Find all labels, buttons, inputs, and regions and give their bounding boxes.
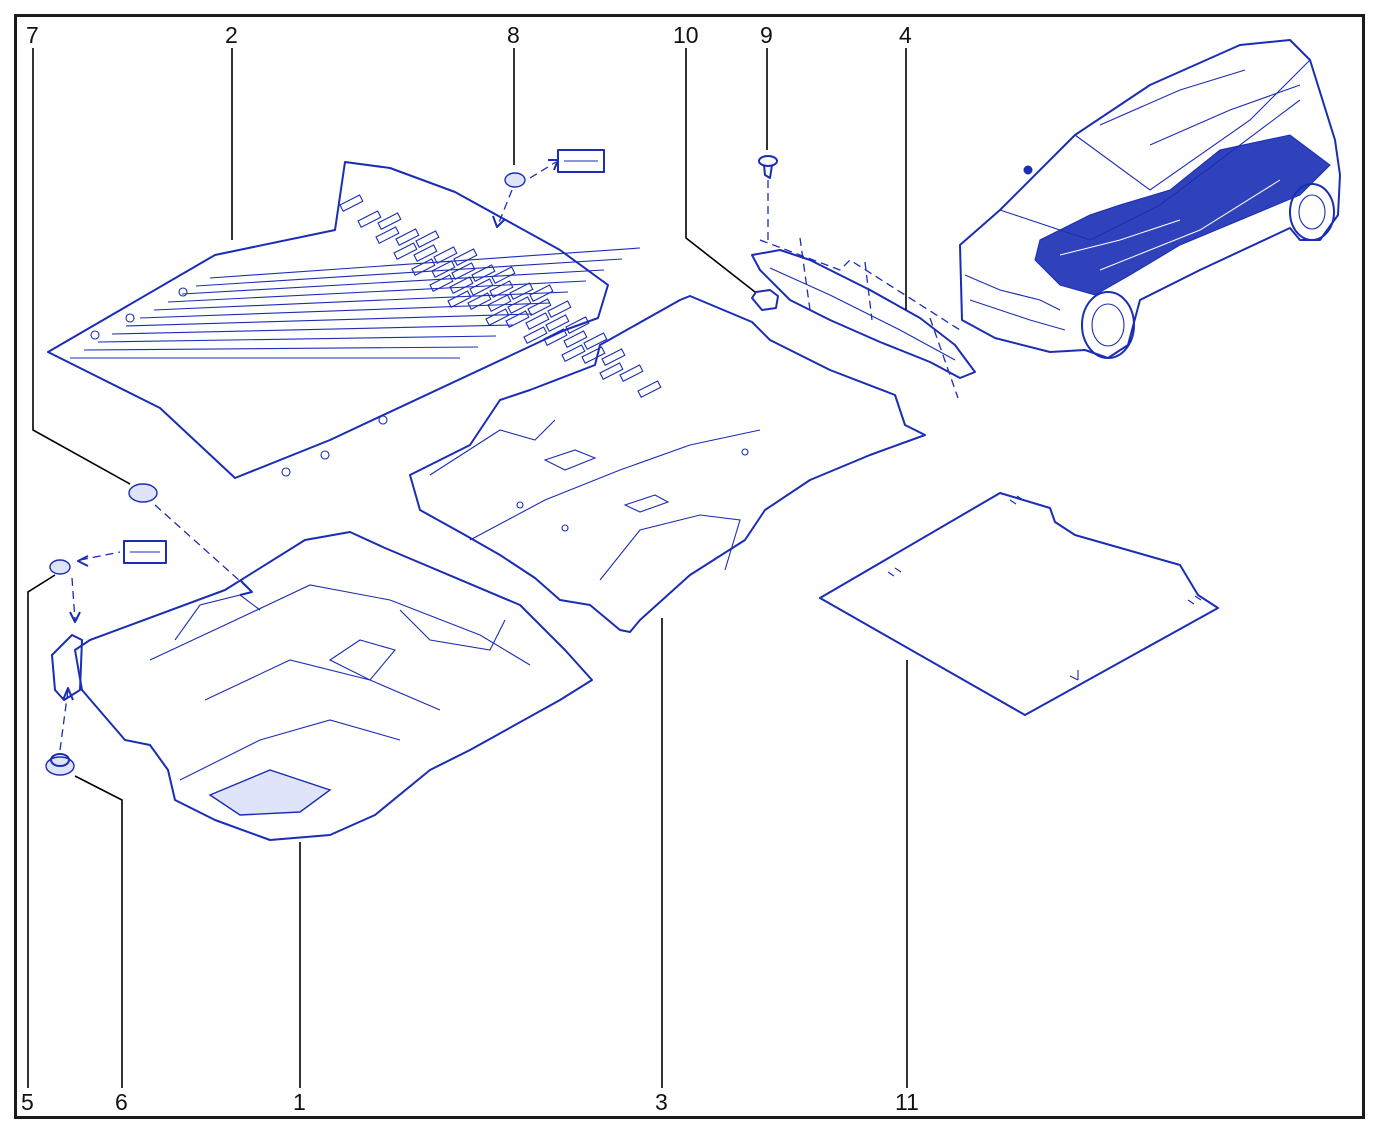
panel-slot bbox=[449, 276, 474, 294]
panel-slot bbox=[429, 274, 454, 292]
callout-8: 8 bbox=[507, 22, 520, 48]
part-10-clip bbox=[751, 289, 779, 311]
vehicle-illustration bbox=[959, 39, 1341, 359]
callout-4: 4 bbox=[899, 22, 912, 48]
panel-slot bbox=[527, 298, 552, 316]
callout-11: 11 bbox=[895, 1089, 919, 1115]
panel-slot bbox=[599, 362, 624, 380]
part-4-sill-trim bbox=[751, 237, 976, 399]
panel-slot bbox=[431, 260, 456, 278]
panel-slot bbox=[433, 246, 458, 264]
panel-rib bbox=[97, 335, 497, 343]
panel-slot bbox=[581, 346, 606, 364]
panel-slot bbox=[339, 194, 364, 212]
part-6-grommet bbox=[45, 687, 75, 776]
panel-slot bbox=[491, 266, 516, 284]
panel-slot bbox=[395, 228, 420, 246]
diagram-frame bbox=[14, 14, 1365, 1119]
part-9-screw bbox=[758, 155, 778, 240]
panel-slot bbox=[413, 244, 438, 262]
leader-lines bbox=[27, 48, 908, 1088]
callout-10: 10 bbox=[673, 22, 699, 48]
panel-slot bbox=[509, 282, 534, 300]
panel-slot bbox=[411, 258, 436, 276]
panel-slot bbox=[547, 300, 572, 318]
panel-rib bbox=[209, 247, 641, 279]
callout-7: 7 bbox=[26, 22, 39, 48]
panel-slot bbox=[377, 212, 402, 230]
panel-rib bbox=[167, 280, 587, 303]
part-2-ribs bbox=[70, 194, 662, 398]
panel-rib bbox=[111, 324, 515, 335]
panel-slot bbox=[487, 294, 512, 312]
panel-slot bbox=[357, 210, 382, 228]
panel-slot bbox=[543, 328, 568, 346]
panel-slot bbox=[485, 308, 510, 326]
panel-slot bbox=[523, 326, 548, 344]
panel-slot bbox=[453, 248, 478, 266]
callout-2: 2 bbox=[225, 22, 238, 48]
callout-9: 9 bbox=[760, 22, 773, 48]
panel-rib bbox=[195, 258, 623, 287]
panel-slot bbox=[447, 290, 472, 308]
part-7-plug bbox=[128, 483, 253, 596]
panel-slot bbox=[467, 292, 492, 310]
panel-slot bbox=[489, 280, 514, 298]
part-11-rear-mat bbox=[819, 492, 1219, 716]
panel-slot bbox=[561, 344, 586, 362]
panel-slot bbox=[451, 262, 476, 280]
panel-slot bbox=[637, 380, 662, 398]
part-5-clip bbox=[49, 540, 167, 623]
part-2-ribbed-floor-panel bbox=[47, 161, 662, 479]
part-5-bracket bbox=[51, 634, 83, 701]
panel-slot bbox=[583, 332, 608, 350]
panel-slot bbox=[471, 264, 496, 282]
panel-slot bbox=[529, 284, 554, 302]
panel-slot bbox=[375, 226, 400, 244]
panel-rib bbox=[139, 302, 551, 319]
panel-slot bbox=[469, 278, 494, 296]
panel-slot bbox=[563, 330, 588, 348]
callout-5: 5 bbox=[21, 1089, 34, 1115]
panel-slot bbox=[619, 364, 644, 382]
panel-slot bbox=[415, 230, 440, 248]
callout-6: 6 bbox=[115, 1089, 128, 1115]
panel-slot bbox=[525, 312, 550, 330]
part-1-front-floor-carpet bbox=[74, 531, 593, 841]
panel-rib bbox=[181, 269, 605, 295]
panel-slot bbox=[507, 296, 532, 314]
part-8-clip bbox=[492, 149, 605, 228]
callout-1: 1 bbox=[293, 1089, 306, 1115]
panel-rib bbox=[125, 313, 533, 327]
panel-slot bbox=[545, 314, 570, 332]
panel-slot bbox=[601, 348, 626, 366]
panel-slot bbox=[565, 316, 590, 334]
panel-slot bbox=[505, 310, 530, 328]
callout-3: 3 bbox=[655, 1089, 668, 1115]
panel-rib bbox=[83, 346, 479, 351]
panel-rib bbox=[153, 291, 569, 311]
part-3-rear-floor-carpet bbox=[409, 295, 926, 633]
panel-slot bbox=[393, 242, 418, 260]
